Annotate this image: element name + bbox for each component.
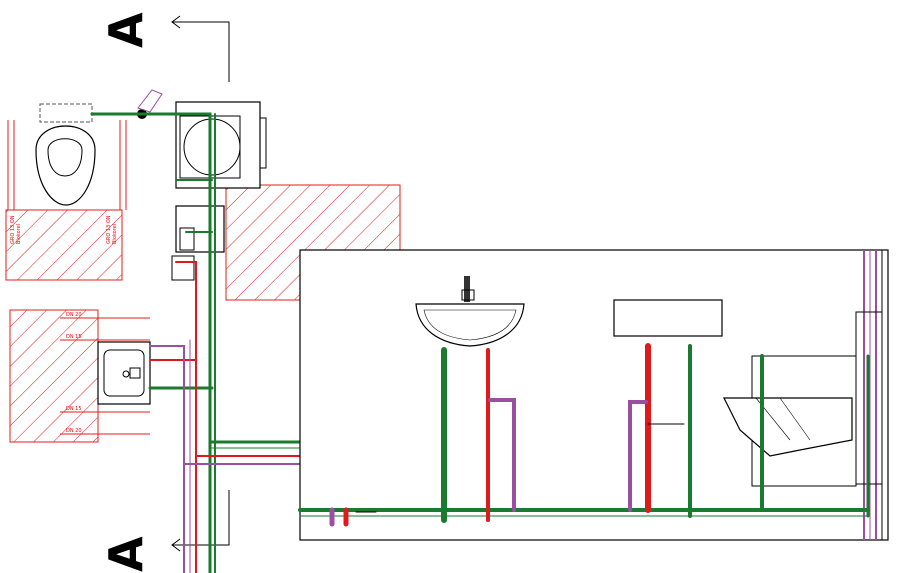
small-cabinet-plan	[171, 205, 225, 281]
washing-machine-plan	[175, 101, 267, 189]
mirror-cabinet	[613, 299, 723, 337]
section-mark-bottom: A	[99, 490, 230, 572]
drum-icon	[183, 118, 241, 176]
plan-label-3: Blokorel	[112, 224, 118, 244]
plan-label-7: DN 20	[66, 428, 82, 434]
hatched-wall-toilet	[5, 209, 123, 281]
toilet-plan	[7, 103, 127, 210]
basin-tap-icon	[129, 367, 141, 379]
washbasin-plan	[97, 341, 151, 405]
plan-label-4: DN 20	[66, 312, 82, 318]
plan-label-5: DN 15	[66, 334, 82, 340]
section-pipes	[298, 343, 870, 527]
toilet-bowl-icon	[35, 125, 96, 206]
section-frame	[299, 249, 889, 541]
hatched-wall-basin	[9, 309, 99, 443]
plan-pipes	[90, 112, 302, 573]
plan-label-1: Blokorel	[16, 224, 22, 244]
washbasin-elevation	[415, 276, 525, 347]
section-arrow-top-icon	[172, 21, 230, 82]
section-label-top: A	[99, 12, 153, 48]
plan-label-0: GRO 13 ON	[10, 215, 16, 244]
section-arrow-bottom-icon	[172, 490, 230, 546]
plan-label-6: DN 15	[66, 406, 82, 412]
cistern-outline	[39, 103, 93, 123]
section-mark-top: A	[99, 12, 230, 82]
section-view	[298, 249, 889, 541]
section-label-bottom: A	[99, 536, 153, 572]
basin-drain-icon	[122, 370, 130, 378]
basin-dimension-lines	[60, 317, 150, 435]
faucet-icon	[464, 276, 470, 302]
plan-label-2: GRO 13 ON	[106, 215, 112, 244]
